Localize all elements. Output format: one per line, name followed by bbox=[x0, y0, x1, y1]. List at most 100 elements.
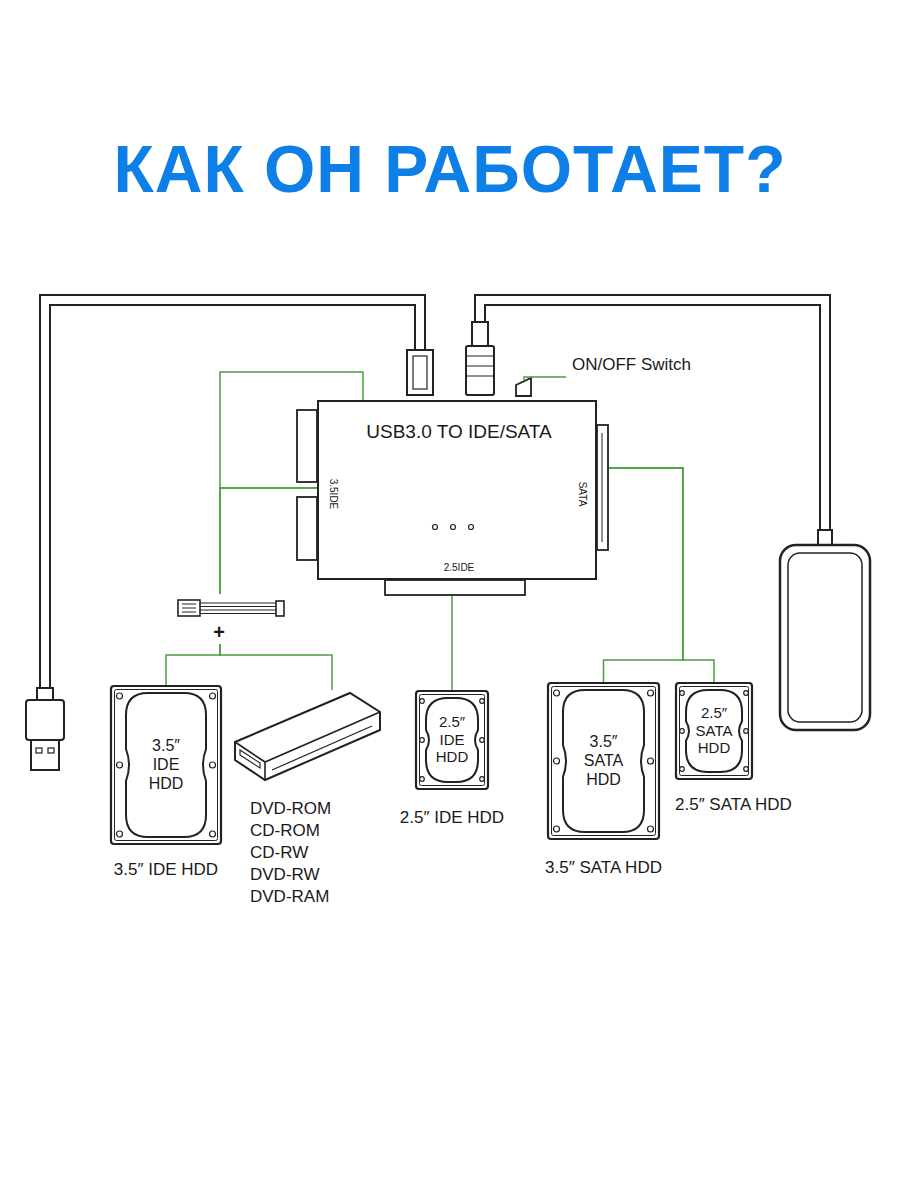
ide-25-connector bbox=[385, 580, 525, 595]
node-caption: SATA bbox=[576, 482, 588, 507]
platter-outline bbox=[563, 690, 644, 832]
usb-plug-hole bbox=[48, 748, 54, 753]
platter-outline bbox=[126, 693, 206, 837]
node-label: USB3.0 TO IDE/SATA bbox=[366, 421, 552, 443]
power-brick-inner bbox=[788, 553, 862, 722]
green-leader bbox=[220, 372, 363, 488]
node-label: 2.5″ IDE HDD bbox=[434, 713, 470, 766]
sata-connector bbox=[597, 425, 608, 550]
screw-hole bbox=[554, 690, 560, 696]
sata-hdd-35: 3.5″ SATA HDD3.5″ SATA HDD bbox=[547, 682, 660, 840]
sata-connector-slot bbox=[602, 433, 603, 542]
molex-pins bbox=[182, 604, 196, 612]
drive-case-inner bbox=[552, 687, 656, 836]
text-holder: USB3.0 TO IDE/SATA bbox=[366, 421, 552, 443]
screw-hole bbox=[117, 831, 123, 837]
drive-tray-slot bbox=[240, 750, 260, 768]
usb-cable bbox=[45, 300, 420, 690]
text-holder: 3.5″ IDE HDD bbox=[147, 737, 185, 794]
sata-hdd-25: 2.5″ SATA HDD2.5″ SATA HDD bbox=[675, 682, 753, 780]
screw-hole bbox=[420, 699, 425, 704]
node-label: 3.5″ SATA HDD bbox=[582, 733, 625, 790]
led bbox=[451, 525, 456, 530]
led bbox=[469, 525, 474, 530]
barrel-plug-ribs bbox=[466, 356, 494, 376]
screw-hole bbox=[210, 693, 216, 699]
usb-plug-hole bbox=[36, 748, 42, 753]
screw-hole bbox=[117, 693, 123, 699]
connector-line bbox=[451, 580, 453, 690]
barrel-plug-neck bbox=[472, 322, 488, 346]
drive-case bbox=[676, 683, 752, 779]
drive-outline bbox=[232, 690, 384, 790]
text-holder: 3.5″ IDE HDD bbox=[114, 860, 218, 880]
node-caption: 2.5IDE bbox=[444, 562, 475, 574]
usb-plug-top-inner bbox=[413, 356, 427, 389]
node-caption: 3.5IDE bbox=[327, 479, 339, 510]
screw-hole bbox=[744, 767, 749, 772]
drive-case-inner bbox=[420, 695, 485, 786]
ide-35-connector bbox=[297, 410, 317, 482]
screw-hole bbox=[420, 777, 425, 782]
connector-line bbox=[597, 468, 683, 682]
node-caption: 2.5″ SATA HDD bbox=[675, 795, 792, 815]
plus-sign: + bbox=[210, 620, 228, 644]
screw-hole bbox=[554, 758, 560, 764]
usb-plug-top bbox=[407, 350, 433, 395]
text-holder: SATA bbox=[576, 482, 588, 507]
ide-hdd-35: 3.5″ IDE HDD3.5″ IDE HDD bbox=[110, 685, 222, 845]
node-label: 2.5″ SATA HDD bbox=[694, 704, 734, 757]
screw-hole bbox=[648, 690, 654, 696]
text-holder: DVD-ROM CD-ROM CD-RW DVD-RW DVD-RAM bbox=[250, 798, 335, 908]
label-holder: ON/OFF Switch bbox=[572, 355, 691, 375]
title-holder: КАК ОН РАБОТАЕТ? bbox=[0, 136, 900, 202]
brick-strain-relief bbox=[818, 530, 832, 546]
screw-hole bbox=[420, 738, 425, 743]
screw-hole bbox=[554, 826, 560, 832]
molex-ground bbox=[174, 594, 286, 622]
drive-front-line bbox=[272, 726, 372, 770]
screw-hole bbox=[210, 831, 216, 837]
usb-strain-relief bbox=[37, 688, 53, 700]
drive-case-inner bbox=[680, 687, 749, 776]
page-title: КАК ОН РАБОТАЕТ? bbox=[0, 136, 900, 202]
screw-hole bbox=[480, 699, 485, 704]
text-holder: 2.5IDE bbox=[444, 562, 475, 574]
drive-case bbox=[111, 686, 221, 844]
text-holder: 2.5″ IDE HDD bbox=[400, 808, 504, 828]
screw-hole bbox=[680, 691, 685, 696]
screw-hole bbox=[480, 777, 485, 782]
power-cable bbox=[480, 300, 825, 532]
text-holder: 3.5IDE bbox=[327, 479, 339, 510]
drive-case-inner bbox=[115, 690, 218, 841]
usb-plug-metal bbox=[31, 740, 59, 770]
led bbox=[433, 525, 438, 530]
molex-housing bbox=[178, 600, 200, 616]
ide-35-connector bbox=[297, 497, 317, 560]
usb-plug-body bbox=[26, 700, 64, 740]
power-cable-inner bbox=[480, 300, 825, 532]
screw-hole bbox=[648, 758, 654, 764]
node-label: DVD-ROM CD-ROM CD-RW DVD-RW DVD-RAM bbox=[250, 798, 335, 908]
part-label: ON/OFF Switch bbox=[572, 355, 691, 375]
molex-plug bbox=[276, 601, 284, 616]
screw-hole bbox=[680, 767, 685, 772]
optical-drive: DVD-ROM CD-ROM CD-RW DVD-RW DVD-RAM bbox=[232, 690, 384, 790]
connector-line bbox=[597, 468, 714, 682]
usb-cable-inner bbox=[45, 300, 420, 690]
switch-leader bbox=[524, 377, 566, 381]
text-holder: 3.5″ SATA HDD bbox=[545, 858, 662, 878]
text-holder: 2.5″ IDE HDD bbox=[434, 713, 470, 766]
drive-case bbox=[416, 691, 488, 789]
screw-hole bbox=[117, 762, 123, 768]
platter-outline bbox=[426, 698, 478, 782]
connector-line bbox=[220, 488, 332, 690]
platter-outline bbox=[686, 690, 742, 772]
text-holder: 2.5″ SATA HDD bbox=[694, 704, 734, 757]
label-holder: + bbox=[210, 620, 228, 644]
node-label: 3.5″ IDE HDD bbox=[147, 737, 185, 794]
node-caption: 3.5″ SATA HDD bbox=[545, 858, 662, 878]
ide-hdd-25: 2.5″ IDE HDD2.5″ IDE HDD bbox=[415, 690, 489, 790]
screw-hole bbox=[744, 729, 749, 734]
drive-body bbox=[235, 693, 380, 780]
